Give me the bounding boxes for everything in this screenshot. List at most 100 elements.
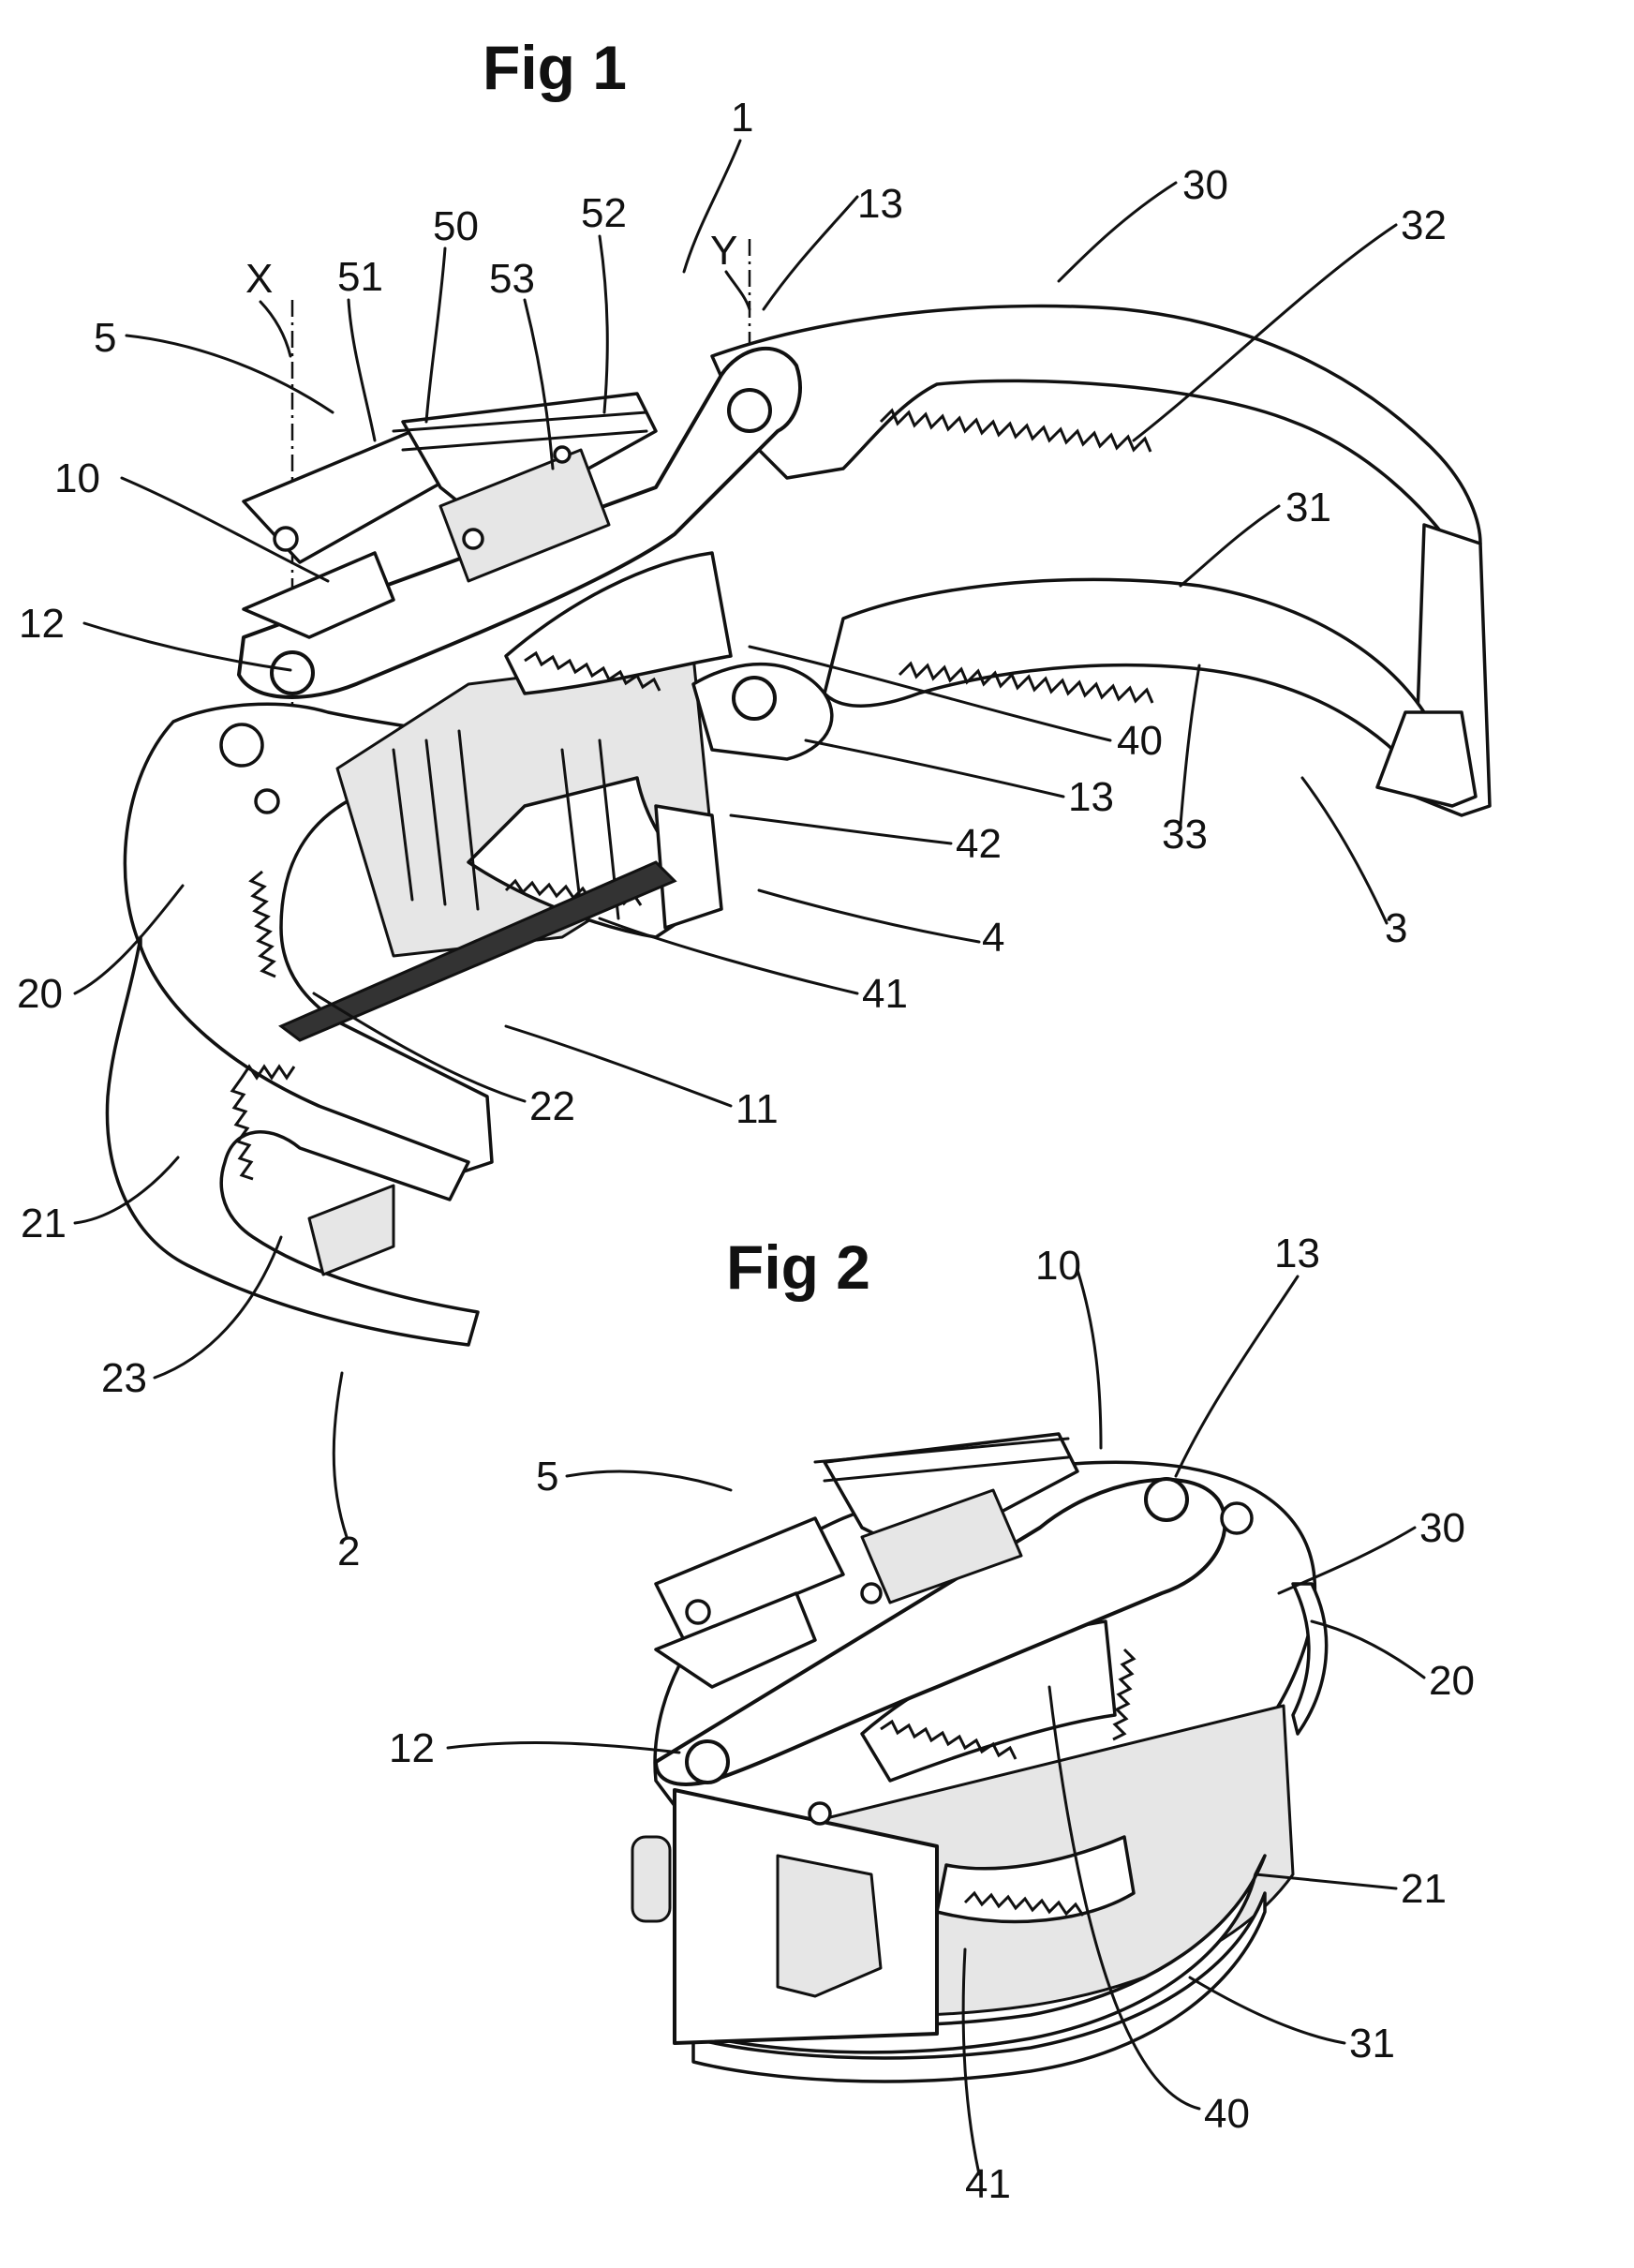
- rod-52: [392, 410, 648, 452]
- figure-2: Fig 2: [389, 1231, 1475, 2207]
- fig1-leader-lines: [73, 139, 1398, 1539]
- pivot-12: [270, 650, 315, 695]
- leader-41: [598, 917, 859, 995]
- fig2-bracket-hole-left: [685, 1599, 711, 1625]
- label-4: 4: [982, 915, 1004, 961]
- bracket-hole-top: [553, 445, 572, 464]
- fig2-gear-40-teeth: [880, 1719, 1018, 1760]
- leader-x: [259, 300, 292, 358]
- fig2-label-31: 31: [1349, 2021, 1395, 2067]
- leader-32: [1132, 223, 1398, 442]
- leader-51: [347, 298, 377, 442]
- fig2-label-12: 12: [389, 1725, 435, 1771]
- leader-31: [1179, 504, 1281, 588]
- fig1-reference-labels: 1 2 3 4 5 10 11 12 13 13 20 21 22 23 30 …: [17, 95, 1447, 1574]
- jaw-33-teeth: [898, 661, 1154, 704]
- label-42: 42: [956, 821, 1002, 867]
- leader-4: [757, 888, 981, 944]
- label-23: 23: [101, 1355, 147, 1401]
- fig2-label-10: 10: [1035, 1243, 1081, 1289]
- label-21: 21: [21, 1201, 67, 1246]
- jaw-20-teeth: [248, 870, 276, 978]
- fig2-rods: [813, 1437, 1070, 1483]
- label-40: 40: [1117, 718, 1163, 764]
- label-11: 11: [735, 1086, 779, 1132]
- leader-52: [598, 234, 609, 414]
- leader-21: [73, 1156, 180, 1225]
- fig2-side-pin: [631, 1835, 672, 1923]
- label-2: 2: [337, 1529, 360, 1574]
- label-13a: 13: [857, 181, 903, 227]
- frame-10: [237, 347, 802, 699]
- fig2-gear-right-teeth: [1112, 1648, 1136, 1741]
- fig2-leader-13: [1174, 1275, 1300, 1478]
- fig2-pivot-13: [1144, 1477, 1189, 1522]
- label-32: 32: [1401, 202, 1447, 248]
- label-13b: 13: [1068, 774, 1114, 820]
- leader-5: [125, 334, 334, 414]
- fig2-hole-lower: [808, 1801, 832, 1826]
- jaw-assembly-3: [691, 304, 1492, 817]
- gear-body-4: [278, 551, 733, 1042]
- frame-10-link: [242, 551, 395, 639]
- jaw-23-teeth: [230, 1064, 296, 1181]
- leader-42: [729, 813, 953, 845]
- leader-20: [73, 884, 185, 995]
- label-10: 10: [54, 455, 100, 501]
- leader-10: [120, 476, 330, 583]
- base-bar-11: [278, 860, 677, 1042]
- jaw-20-hole-large: [219, 723, 264, 768]
- jaw-2-tip-block: [307, 1184, 395, 1276]
- leader-23: [153, 1235, 283, 1380]
- label-axis-x: X: [245, 256, 273, 302]
- label-12: 12: [19, 601, 65, 647]
- fig2-label-30: 30: [1419, 1505, 1465, 1551]
- leader-40: [748, 645, 1112, 742]
- label-41: 41: [862, 971, 908, 1017]
- fig1-title: Fig 1: [483, 33, 627, 102]
- leader-30: [1057, 181, 1178, 283]
- actuator-mechanism-5: [242, 392, 658, 583]
- bracket-hole-right: [462, 528, 484, 550]
- fig2-leader-31: [1188, 1976, 1346, 2045]
- jaw-assembly-2: [105, 702, 494, 1347]
- leader-1: [682, 139, 742, 274]
- frame-10-top-plate: [237, 347, 802, 699]
- leader-11: [504, 1024, 733, 1108]
- label-52: 52: [581, 190, 627, 236]
- fig2-leader-5: [565, 1470, 733, 1492]
- fig2-bracket-hole-right: [860, 1582, 883, 1604]
- leader-50: [424, 246, 447, 424]
- figure-1: Fig 1: [17, 33, 1492, 1574]
- jaw-32-teeth: [879, 408, 1152, 453]
- leader-2: [332, 1371, 349, 1539]
- gear-body-rib-lines: [392, 729, 620, 920]
- label-50: 50: [433, 203, 479, 249]
- leader-53: [523, 298, 555, 470]
- fig2-leader-10: [1076, 1268, 1103, 1450]
- label-51: 51: [337, 254, 383, 300]
- jaw-30-upper-plate: [710, 304, 1482, 555]
- fig2-pivot-12: [685, 1739, 730, 1784]
- fig2-jaw-tip-inner: [776, 1854, 883, 1998]
- label-22: 22: [529, 1083, 575, 1129]
- leader-3: [1300, 776, 1389, 925]
- fig2-closed-grab: [631, 1432, 1329, 2083]
- fig2-jaw-20-plate: [1291, 1582, 1329, 1736]
- jaw-31-tip: [1375, 710, 1478, 808]
- label-20: 20: [17, 971, 63, 1017]
- fig2-reference-labels: 5 10 12 13 20 21 30 31 40 41: [389, 1231, 1475, 2207]
- fig2-label-41: 41: [965, 2161, 1011, 2207]
- bracket-hole-left: [273, 526, 299, 552]
- fig2-title: Fig 2: [726, 1232, 870, 1302]
- pivot-13-upper: [727, 388, 772, 433]
- leader-13b: [804, 739, 1065, 798]
- leader-12: [82, 621, 292, 672]
- label-30: 30: [1182, 162, 1228, 208]
- label-3: 3: [1385, 905, 1407, 951]
- fig2-leader-lines: [446, 1268, 1426, 2176]
- fig2-leader-20: [1310, 1619, 1426, 1679]
- fig2-leader-21: [1254, 1873, 1398, 1890]
- fig2-label-40: 40: [1204, 2091, 1250, 2137]
